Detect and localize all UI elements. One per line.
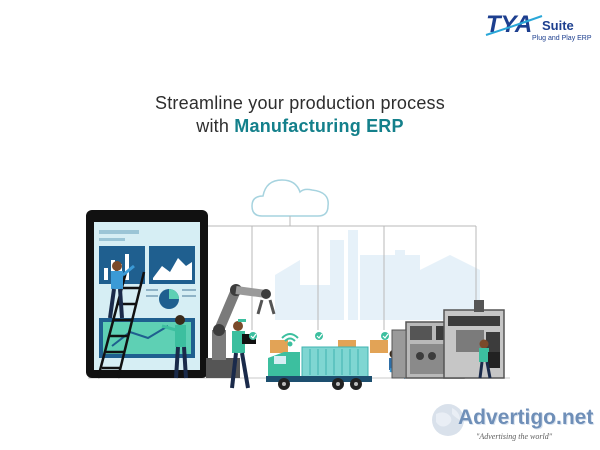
worker-at-machine xyxy=(478,339,500,379)
engineer-with-laptop xyxy=(230,319,256,389)
headline: Streamline your production process with … xyxy=(0,92,600,138)
check-icon xyxy=(315,332,323,340)
headline-line-1: Streamline your production process xyxy=(155,93,445,113)
brand-logo-tagline: Plug and Play ERP xyxy=(532,35,592,42)
watermark-tagline: "Advertising the world" xyxy=(476,432,553,441)
factory-machine xyxy=(391,300,505,379)
globe-icon xyxy=(432,404,464,436)
brand-logo: TYA Suite Plug and Play ERP xyxy=(484,8,592,56)
delivery-truck xyxy=(266,346,372,390)
robot-arm xyxy=(206,284,276,378)
cloud-connection-lines xyxy=(208,216,477,330)
worker-pointing xyxy=(161,315,188,379)
brand-logo-suite: Suite xyxy=(542,18,574,33)
cloud-icon xyxy=(251,179,329,217)
laptop-icon xyxy=(242,334,256,344)
wifi-icon xyxy=(281,333,299,347)
watermark-site: Advertigo.net xyxy=(458,406,594,429)
brand-logo-mark-icon: TYA xyxy=(485,11,543,38)
headline-prefix: with xyxy=(196,116,235,136)
headline-line-2: with Manufacturing ERP xyxy=(0,115,600,138)
advertigo-watermark: Advertigo.net "Advertising the world" xyxy=(428,400,598,446)
worker-on-ladder xyxy=(108,261,135,319)
check-icon xyxy=(381,332,389,340)
headline-accent: Manufacturing ERP xyxy=(234,116,404,136)
factory-silhouette xyxy=(275,230,480,320)
check-icon xyxy=(249,332,257,340)
